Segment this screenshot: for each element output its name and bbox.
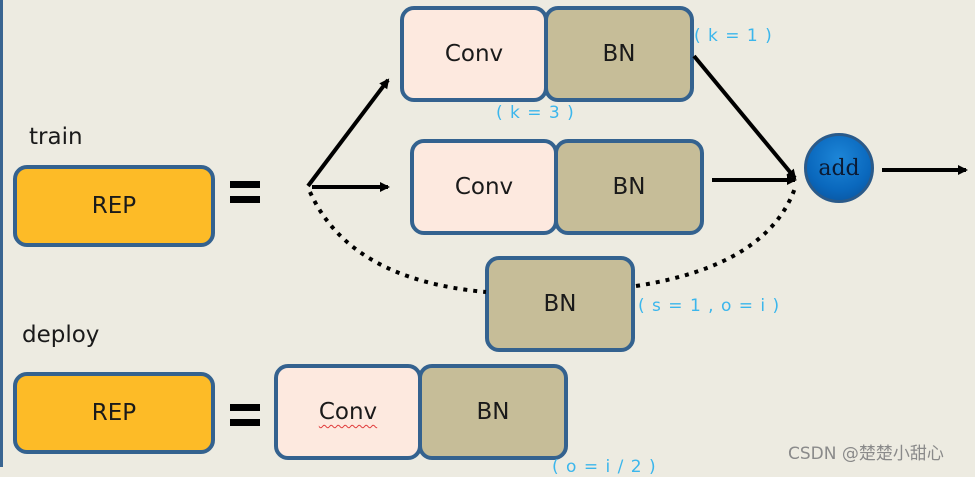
watermark: CSDN @楚楚小甜心 <box>788 444 944 464</box>
frame-border <box>0 0 3 467</box>
top-conv-label: Conv <box>444 41 504 67</box>
connections <box>306 54 968 294</box>
arrow-top-to-add <box>692 54 797 180</box>
identity-bn-block: BN <box>485 256 635 352</box>
deploy-label: deploy <box>22 322 100 348</box>
middle-conv-block: Conv <box>410 139 558 235</box>
deploy-bn-block: BN <box>418 364 568 460</box>
add-node: add <box>804 133 874 203</box>
train-rep-block: REP <box>13 165 215 247</box>
deploy-conv-block: Conv <box>274 364 422 460</box>
train-equals-sign <box>230 181 260 203</box>
deploy-conv-label: Conv <box>318 399 378 425</box>
top-bn-block: BN <box>544 6 694 102</box>
train-label: train <box>29 124 83 150</box>
top-bn-label: BN <box>602 41 636 67</box>
middle-bn-label: BN <box>612 174 646 200</box>
arrow-to-top-branch <box>306 78 390 188</box>
deploy-rep-block: REP <box>13 372 215 454</box>
middle-conv-label: Conv <box>454 174 514 200</box>
identity-bn-label: BN <box>543 291 577 317</box>
kernel-3-note: ( k = 3 ) <box>496 103 575 123</box>
deploy-rep-label: REP <box>91 400 137 426</box>
deploy-equals-sign <box>230 404 260 426</box>
dotted-identity-path-left <box>308 191 487 294</box>
top-conv-block: Conv <box>400 6 548 102</box>
train-rep-label: REP <box>91 193 137 219</box>
identity-note: ( s = 1 , o = i ) <box>638 296 781 316</box>
kernel-1-note: ( k = 1 ) <box>694 26 773 46</box>
dotted-identity-path-right <box>635 184 798 288</box>
add-label: add <box>818 155 860 181</box>
middle-bn-block: BN <box>554 139 704 235</box>
deploy-bn-label: BN <box>476 399 510 425</box>
